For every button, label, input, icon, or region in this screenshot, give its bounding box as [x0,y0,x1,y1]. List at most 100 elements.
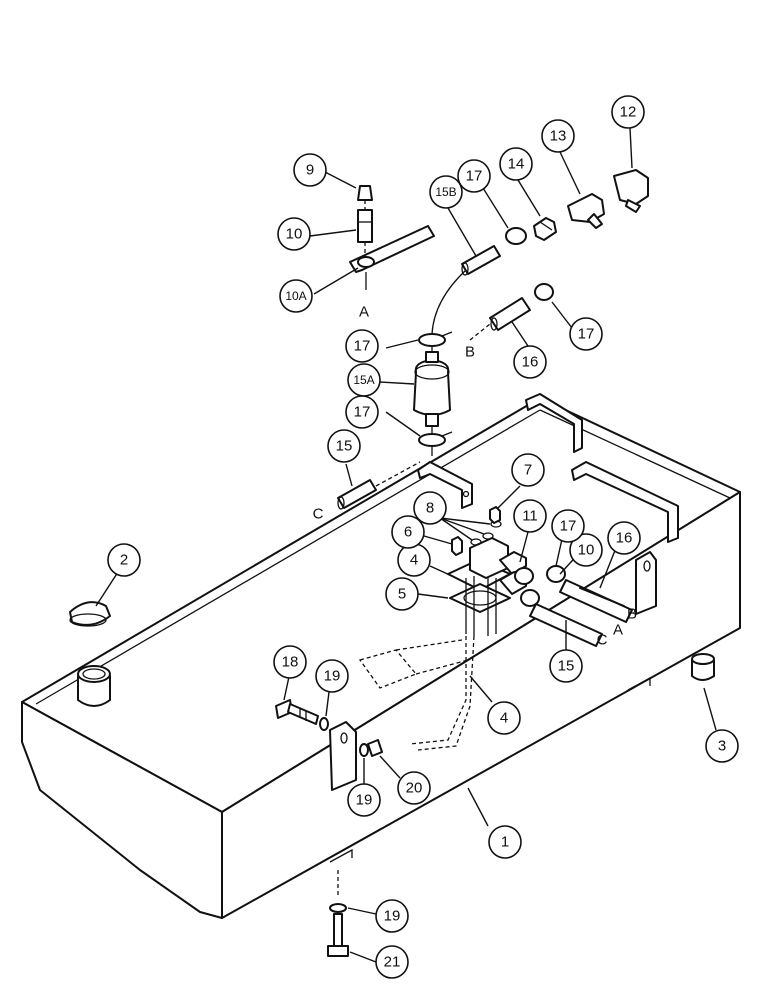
connection-letter-a-top: A [359,304,369,321]
callout-21: 21 [375,945,409,979]
callout-label-15A: 15A [353,373,374,387]
fitting-14 [533,217,557,241]
callout-label-19-mid: 19 [356,792,373,809]
callout-label-1: 1 [501,834,509,851]
callout-17-right: 17 [569,317,603,351]
bolt-21 [327,870,349,957]
connection-letter-b-right: B [627,606,637,623]
callout-1: 1 [488,825,522,859]
sensor-12 [613,169,649,213]
callout-label-9: 9 [306,162,314,179]
fuel-cap [69,601,111,627]
callout-2: 2 [107,543,141,577]
tank-bracket-rear-left [525,393,583,453]
callout-19-left: 19 [315,659,349,693]
hose-clamp-filter-top [418,331,453,347]
callout-label-16-right: 16 [616,530,633,547]
callout-6: 6 [391,515,425,549]
callout-16-right: 16 [607,521,641,555]
callout-label-12: 12 [620,104,637,121]
callout-15-upper: 15 [327,429,361,463]
callout-label-15B: 15B [435,185,456,199]
callout-label-17-right: 17 [578,326,595,343]
tank-bracket-center [417,461,473,509]
hose-clamp-upper [505,227,527,245]
callout-17-filter-bottom: 17 [345,395,379,429]
callout-9: 9 [293,153,327,187]
callout-17-sender: 17 [551,509,585,543]
callout-5: 5 [385,577,419,611]
connection-letter-c-right: C [597,632,608,649]
fuel-filter [413,351,451,427]
callout-18: 18 [273,645,307,679]
callout-label-10-right: 10 [578,542,595,559]
plug-9 [357,185,373,201]
hose-clamp-filter-bottom [418,431,453,447]
callout-17-top: 17 [457,159,491,193]
fitting-10 [357,209,373,243]
callout-label-2: 2 [120,552,128,569]
callout-19-bottom: 19 [375,899,409,933]
mounting-lug-left [329,721,357,791]
callout-4-upper: 4 [397,543,431,577]
callout-4-lower: 4 [487,701,521,735]
callout-19-mid: 19 [347,783,381,817]
leader-lines [95,127,717,963]
callout-8: 8 [413,491,447,525]
callout-label-3: 3 [718,738,726,755]
callout-label-17-filter-top: 17 [354,338,371,355]
hose-15B [431,245,501,335]
nut-20 [367,739,383,757]
hose-clamp-16 [534,283,554,301]
fuel-tank [21,397,741,919]
fuel-level-sender-dashed [358,635,475,751]
connection-letter-c-left: C [313,506,324,523]
callout-11: 11 [513,499,547,533]
hose-16-upper [469,297,531,341]
callout-12: 12 [611,95,645,129]
connector-13 [567,193,605,229]
callout-15-lower: 15 [549,649,583,683]
mounting-lug-right [635,551,657,615]
bracket-10A [349,225,435,290]
callout-label-17-filter-bottom: 17 [354,404,371,421]
callout-label-19-left: 19 [324,668,341,685]
callout-label-21: 21 [384,954,401,971]
callout-label-6: 6 [404,524,412,541]
callout-17-filter-top: 17 [345,329,379,363]
callout-20: 20 [397,771,431,805]
hose-15-lower [337,461,421,510]
callout-label-16-upper: 16 [522,354,539,371]
callout-15B: 15B [429,175,463,209]
callout-label-17-sender: 17 [560,518,577,535]
callout-label-17-top: 17 [466,168,483,185]
callout-label-11: 11 [522,508,538,525]
filler-neck [77,665,111,707]
callout-label-19-bottom: 19 [384,908,401,925]
callout-15A: 15A [347,363,381,397]
callout-10-upper: 10 [277,217,311,251]
callout-label-20: 20 [406,780,423,797]
connection-letter-b-top: B [465,344,475,361]
callout-label-14: 14 [508,156,525,173]
callout-3: 3 [705,729,739,763]
callout-label-4-upper: 4 [410,552,418,569]
connection-letter-a-right: A [613,622,623,639]
drain-plug [691,653,715,681]
callout-label-18: 18 [282,654,299,671]
washer-19-mid [359,743,369,757]
callout-label-15-upper: 15 [336,438,353,455]
washer-19-left [319,717,329,731]
bolt-18 [275,699,319,725]
callout-label-15-lower: 15 [558,658,575,675]
callout-label-4-lower: 4 [500,710,508,727]
callout-label-10A: 10A [285,289,306,303]
callout-label-13: 13 [550,128,567,145]
tank-bracket-rear-right [571,461,679,543]
callout-7: 7 [511,453,545,487]
callout-label-5: 5 [398,586,406,603]
callout-label-10-upper: 10 [286,226,303,243]
callout-label-8: 8 [426,500,434,517]
callout-16-upper: 16 [513,345,547,379]
